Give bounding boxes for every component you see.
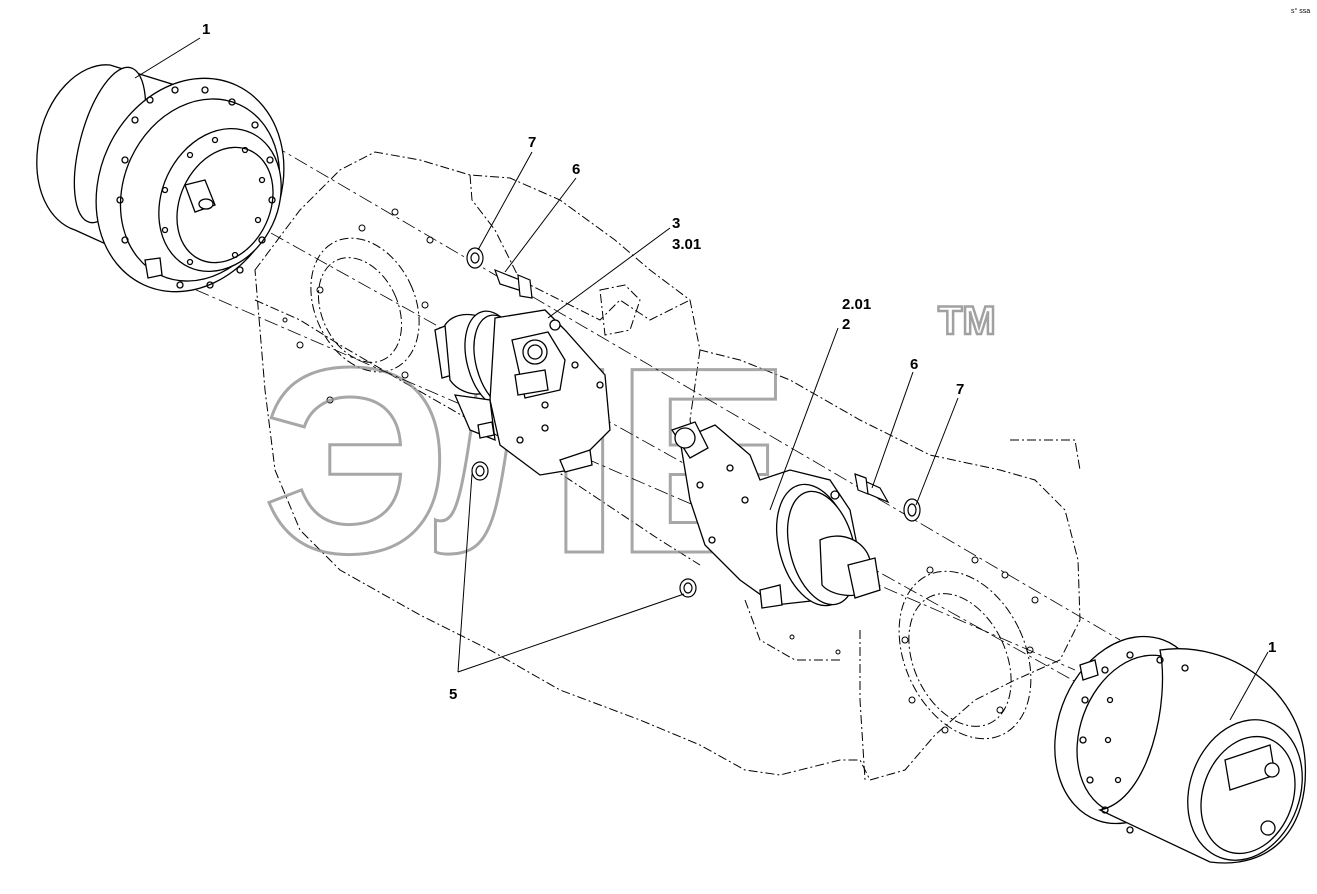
callout-2-01: 2.01	[842, 296, 871, 313]
assembly-axis-lines	[139, 119, 1181, 741]
final-drive-hub-bottom-right	[1054, 635, 1307, 864]
callout-5: 5	[449, 686, 457, 703]
callout-3: 3	[672, 215, 680, 232]
hydraulic-motor-right	[671, 421, 881, 609]
housing-bolt-holes	[282, 208, 1039, 734]
callout-2: 2	[842, 316, 850, 333]
final-drive-hub-top-left	[36, 64, 285, 293]
o-ring-5-lower	[679, 578, 697, 598]
hydraulic-motor-left	[434, 309, 611, 476]
watermark-trademark: TM	[938, 299, 996, 343]
callout-3-01: 3.01	[672, 236, 701, 253]
callout-1-hub-bottom-right: 1	[1268, 639, 1276, 656]
callout-7-left: 7	[528, 134, 536, 151]
callout-6-right: 6	[910, 356, 918, 373]
o-ring-5-upper	[471, 461, 489, 481]
leader-lines	[134, 37, 1269, 721]
callout-1-hub-top-left: 1	[202, 21, 210, 38]
seal-ring-7-left	[466, 247, 484, 269]
callout-6-left: 6	[572, 161, 580, 178]
bolt-6-left	[493, 268, 533, 299]
seal-ring-7-right	[903, 498, 921, 522]
drawing-ref-code: s° ssa	[1291, 7, 1310, 15]
bolt-6-right	[854, 473, 890, 504]
callout-7-right: 7	[956, 381, 964, 398]
